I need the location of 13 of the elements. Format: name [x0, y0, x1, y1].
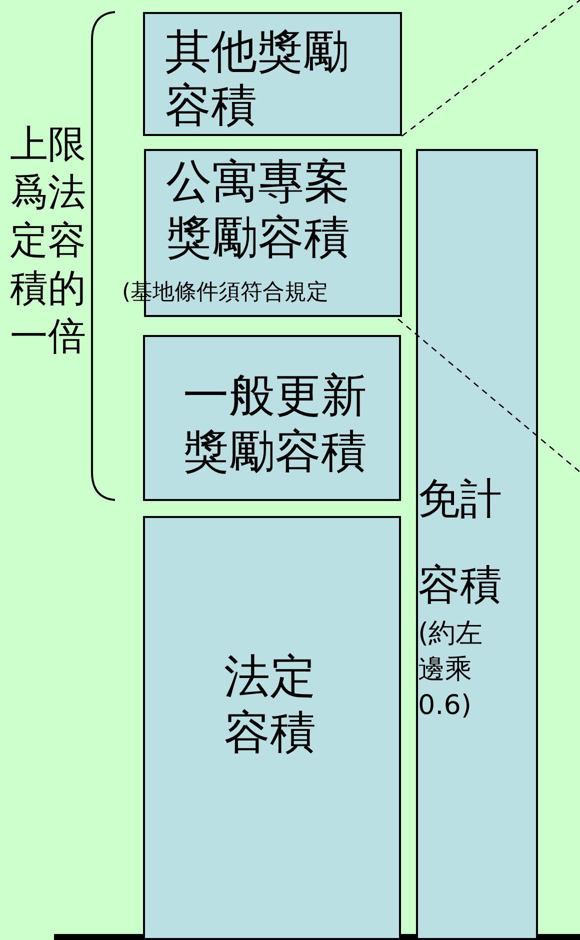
box-label: 其他獎勵容積 — [165, 24, 350, 132]
box-label: 公寓專案獎勵容積 — [166, 153, 351, 265]
leader-line — [402, 0, 580, 137]
leader-line — [398, 318, 580, 472]
box-label: 免計容積 — [418, 473, 503, 611]
box-label: 一般更新獎勵容積 — [182, 367, 368, 479]
bonus-box — [143, 335, 401, 501]
box-label: 法定容積 — [223, 648, 317, 760]
bracket-label: 上限爲法定容積的一倍 — [10, 121, 87, 360]
volume-box — [143, 516, 401, 940]
note-text: (約左邊乘0.6) — [418, 617, 484, 723]
exempt-bar — [416, 149, 538, 940]
bonus-box — [143, 12, 402, 136]
